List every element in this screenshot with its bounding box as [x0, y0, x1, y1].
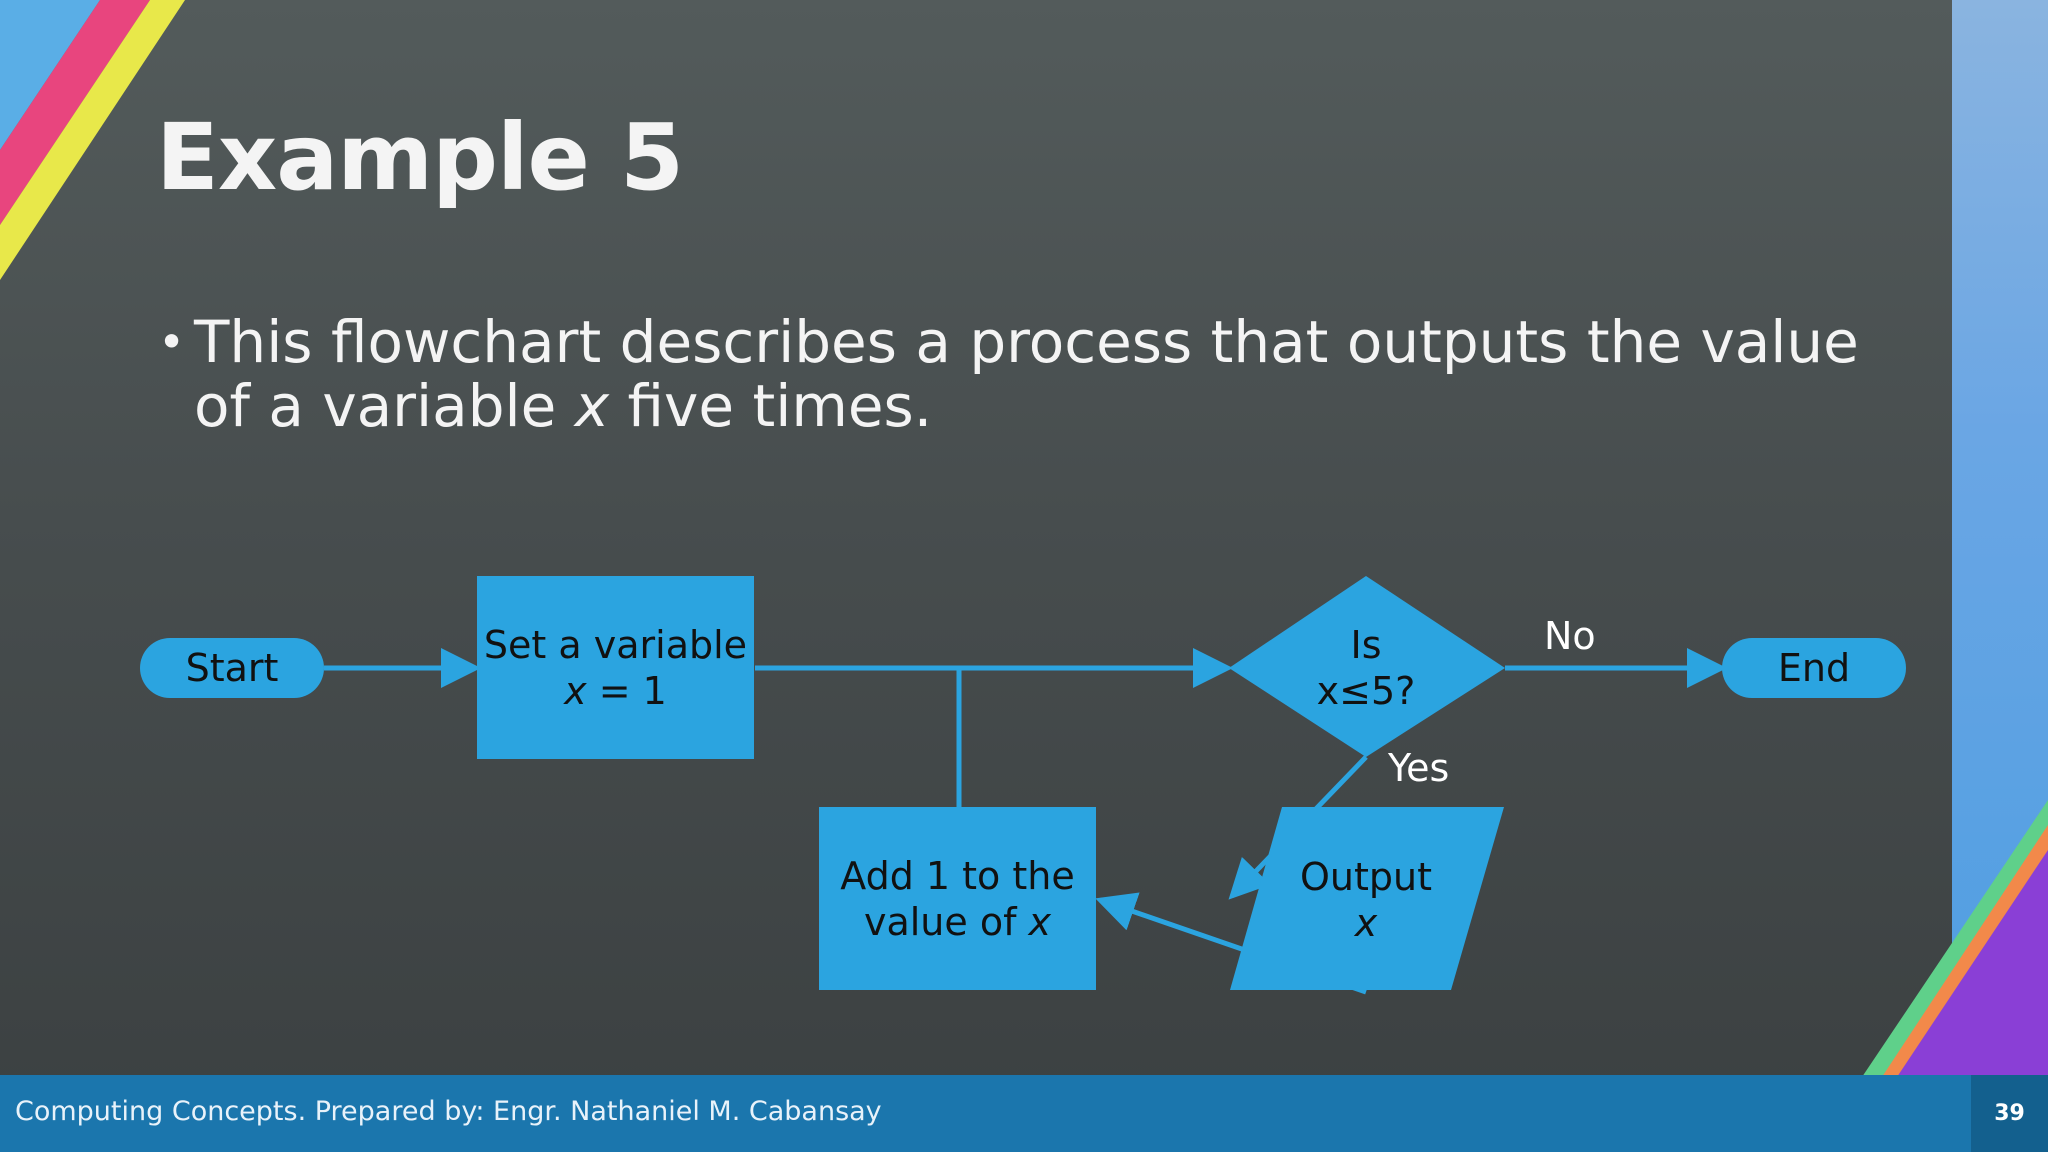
no-label: No: [1544, 614, 1596, 658]
yes-label: Yes: [1388, 746, 1450, 790]
slide-title: Example 5: [156, 104, 684, 211]
end-text: End: [1777, 646, 1851, 690]
start-terminal: [140, 638, 324, 698]
add-one-line1: Add 1 to the: [840, 853, 1075, 898]
output-parallelogram: [1230, 807, 1504, 990]
output-label: Output x: [1266, 850, 1466, 950]
bullet-marker: •: [158, 315, 186, 369]
output-var: x: [1354, 901, 1378, 945]
bullet-variable: x: [574, 372, 610, 440]
footer-text: Computing Concepts. Prepared by: Engr. N…: [15, 1096, 882, 1127]
set-variable-label: Set a variable x = 1: [477, 576, 754, 759]
add-one-line2: value of x: [864, 899, 1051, 945]
add-one-var: x: [1028, 899, 1052, 944]
add-one-line2-text: value of: [863, 899, 1029, 944]
footer-bar: [0, 1075, 2048, 1152]
decision-line1: Is: [1350, 623, 1382, 667]
bullet-text-part-3: five times.: [609, 372, 933, 440]
end-label: End: [1722, 638, 1906, 698]
bullet-text-part-1: This flowchart describes a process that …: [194, 308, 1859, 440]
add-one-process: [819, 807, 1096, 990]
decision-label: Is x≤5?: [1266, 614, 1466, 722]
set-variable-var: x: [564, 668, 587, 713]
end-terminal: [1722, 638, 1906, 698]
page-number-box: [1971, 1075, 2048, 1152]
decision-line2: x≤5?: [1316, 669, 1416, 713]
set-variable-process: [477, 576, 754, 759]
set-variable-assign: = 1: [586, 668, 667, 713]
corner-stripes-top-left: [0, 0, 185, 280]
set-variable-line2: x = 1: [564, 668, 667, 714]
set-variable-line1: Set a variable: [483, 622, 748, 667]
start-text: Start: [185, 646, 279, 690]
bullet-text: This flowchart describes a process that …: [194, 310, 1894, 438]
page-number: 39: [1994, 1101, 2025, 1126]
output-line1: Output: [1300, 855, 1432, 899]
add-one-label: Add 1 to the value of x: [819, 807, 1096, 990]
decision-diamond: [1229, 576, 1505, 757]
start-label: Start: [140, 638, 324, 698]
